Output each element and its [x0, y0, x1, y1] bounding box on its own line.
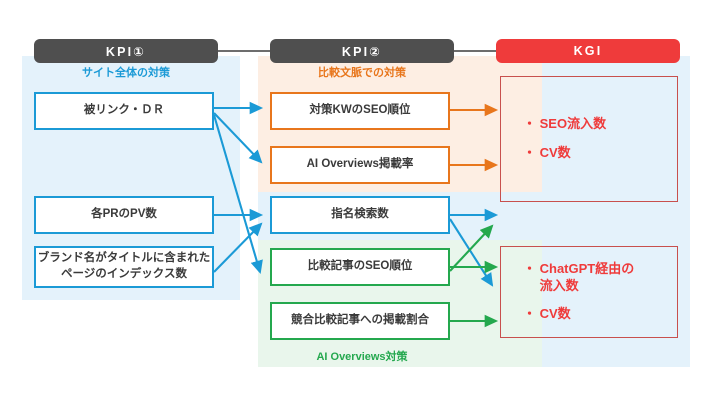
box-comparison-seo-rank: 比較記事のSEO順位: [270, 248, 450, 286]
box-ai-overviews-rate: AI Overviews掲載率: [270, 146, 450, 184]
pill-kpi1-label: KPI①: [105, 44, 147, 59]
kgi-item-seo-cv: ・ CV数: [523, 145, 571, 160]
kgi-item-chatgpt-cv: ・ CV数: [523, 306, 571, 322]
pill-kpi2-label: KPI②: [341, 44, 383, 59]
pill-kpi2: KPI②: [270, 39, 454, 63]
kgi-box-chatgpt: ・ ChatGPT経由の 流入数 ・ CV数: [500, 246, 678, 338]
pill-kgi: KGI: [496, 39, 680, 63]
connector-kpi1-kpi2: [216, 50, 272, 52]
connector-kpi2-kgi: [452, 50, 498, 52]
box-competitor-ratio: 競合比較記事への掲載割合: [270, 302, 450, 340]
box-brand-index: ブランド名がタイトルに含まれた ページのインデックス数: [34, 246, 214, 288]
caption-ai-overviews: AI Overviews対策: [316, 351, 408, 363]
box-target-kw-seo-rank: 対策KWのSEO順位: [270, 92, 450, 130]
pill-kpi1: KPI①: [34, 39, 218, 63]
caption-site-wide: サイト全体の対策: [82, 67, 170, 79]
band-kgi: [542, 56, 690, 367]
box-branded-search: 指名検索数: [270, 196, 450, 234]
kgi-box-seo: ・ SEO流入数 ・ CV数: [500, 76, 678, 202]
kgi-item-seo-traffic: ・ SEO流入数: [523, 116, 607, 132]
box-pr-pv: 各PRのPV数: [34, 196, 214, 234]
pill-kgi-label: KGI: [573, 44, 603, 58]
box-backlink-dr: 被リンク・ＤＲ: [34, 92, 214, 130]
caption-comparison-context: 比較文脈での対策: [318, 67, 406, 79]
kgi-item-chatgpt-traffic: ・ ChatGPT経由の 流入数: [523, 260, 635, 293]
